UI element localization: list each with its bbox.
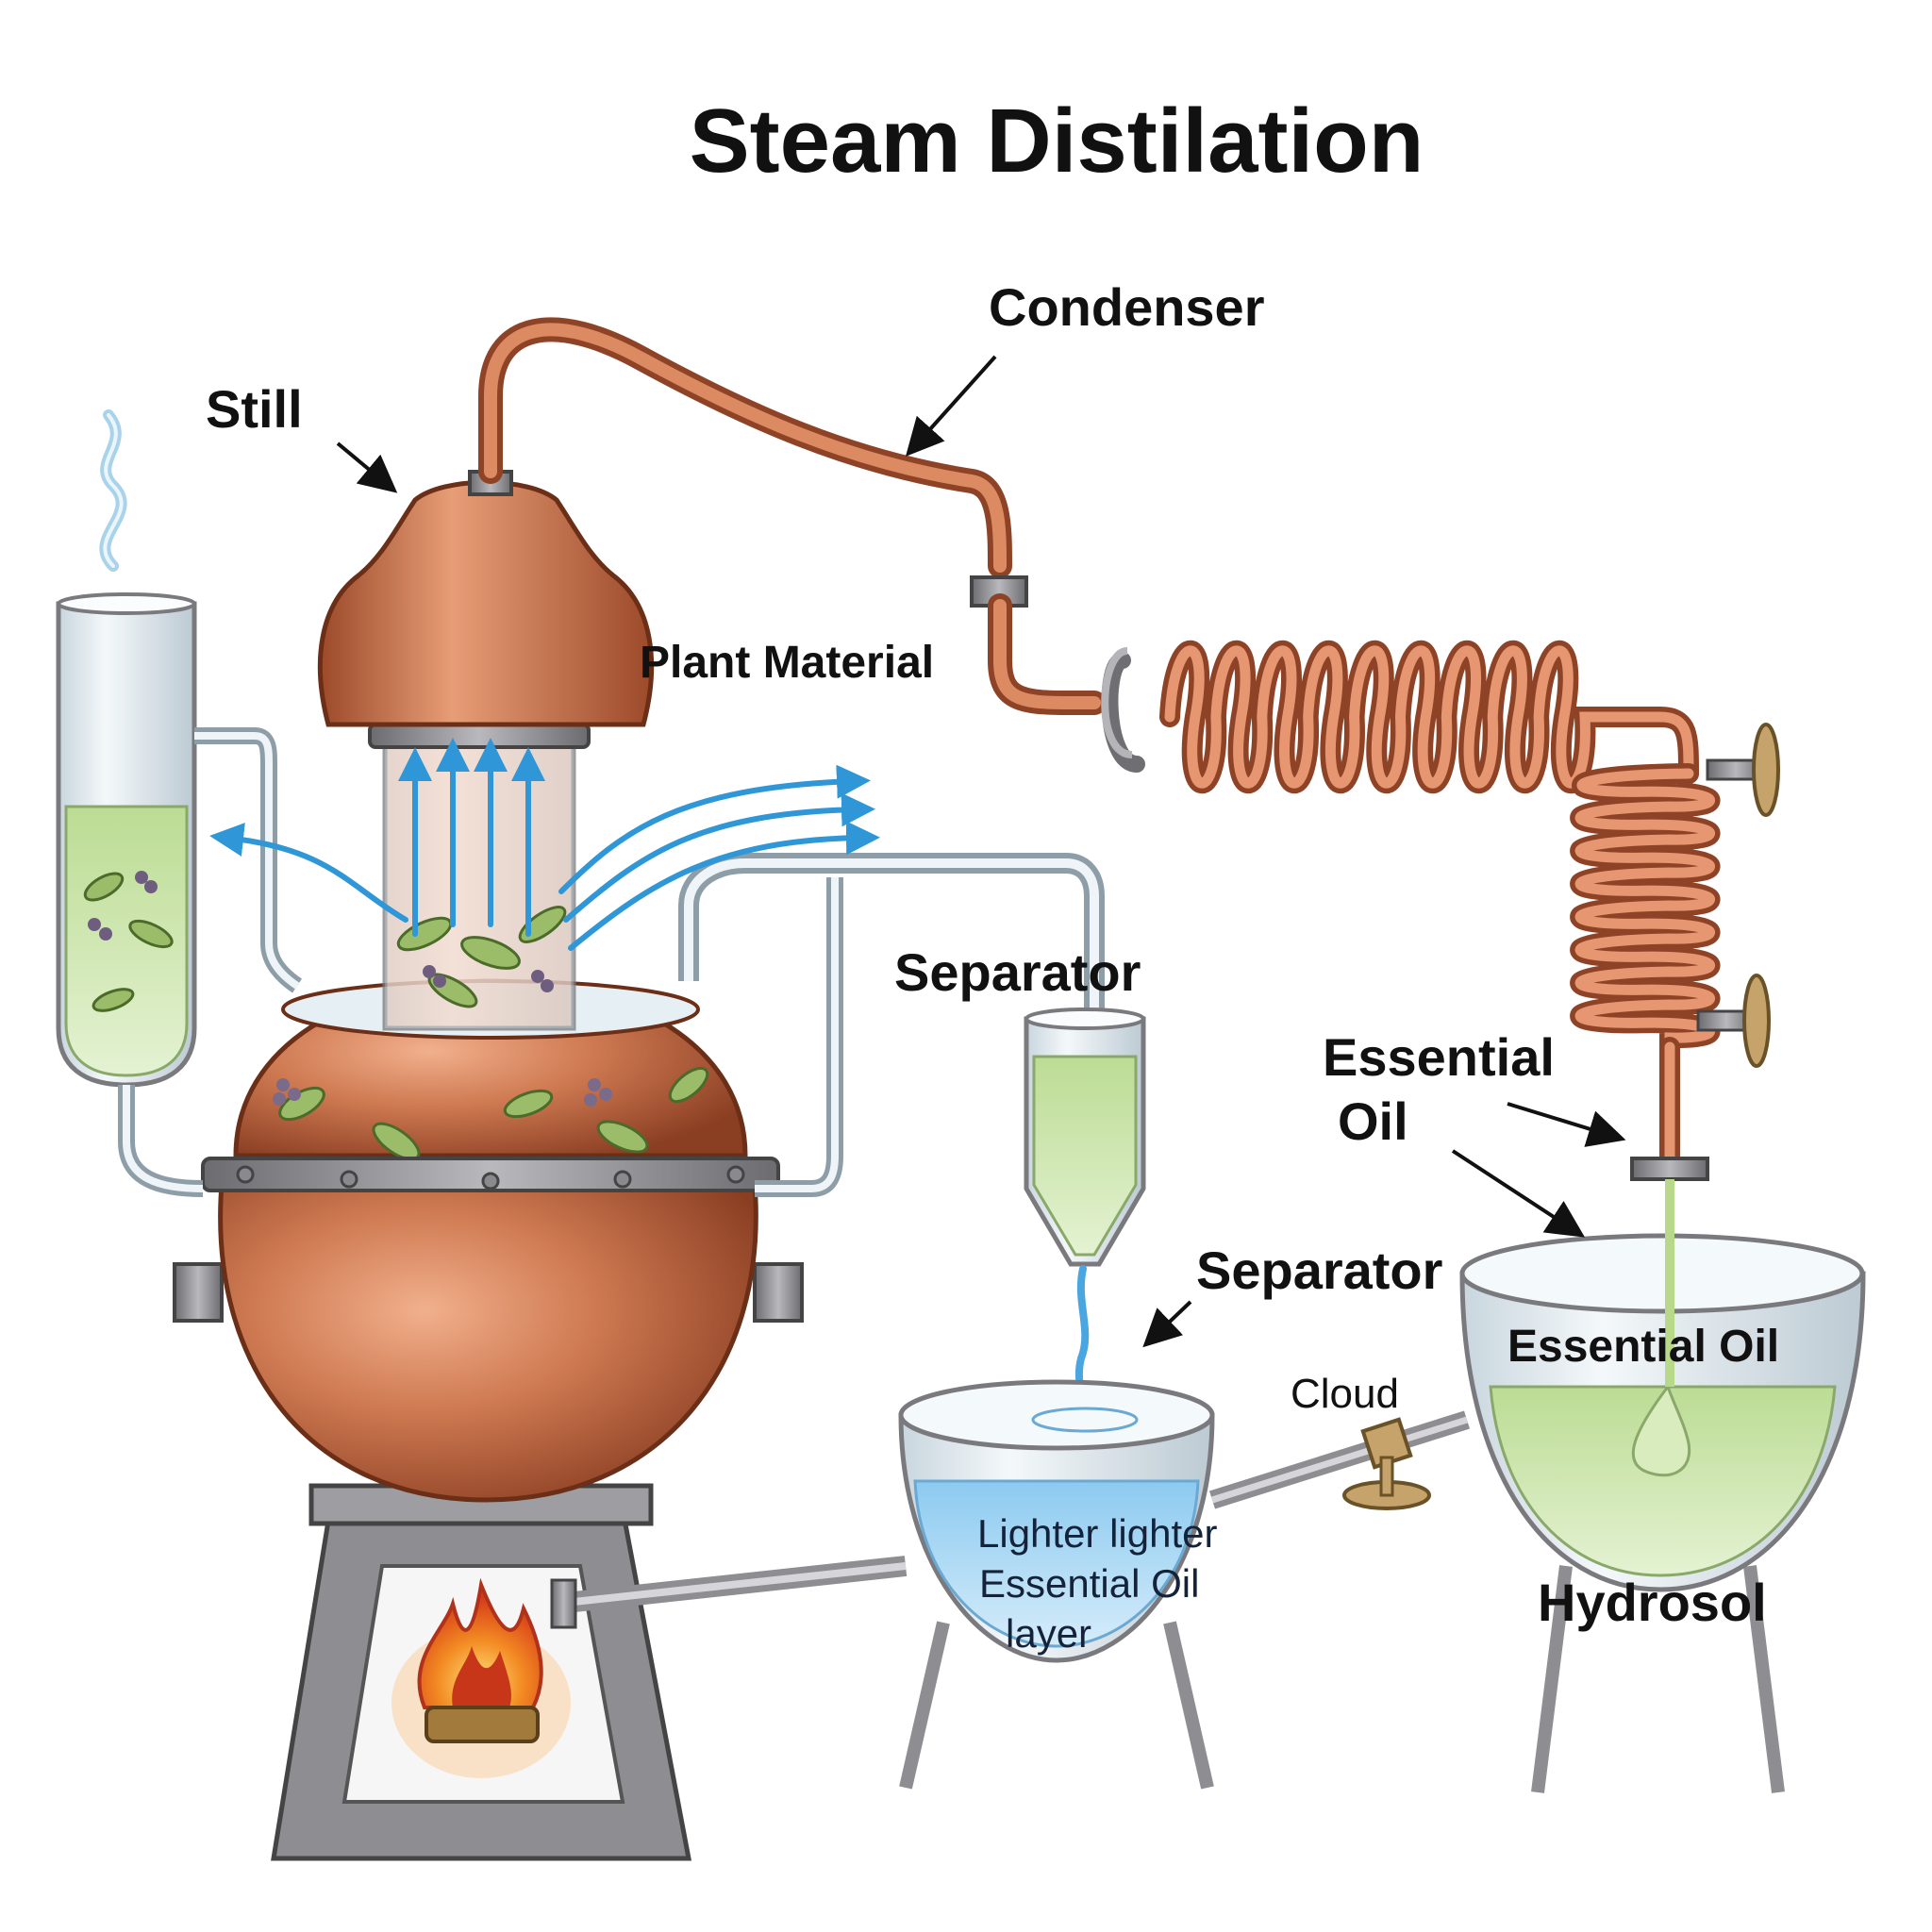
still-pot [173, 978, 804, 1503]
collection-bowl-left [898, 1379, 1215, 1790]
diagram-title: Steam Distilation [690, 91, 1424, 192]
label-separator-bottom: Separator [1196, 1241, 1442, 1300]
escaping-steam-icon [99, 409, 127, 572]
label-plant-material: Plant Material [640, 638, 934, 688]
condenser-coil [1101, 640, 1780, 1181]
collection-bowl-right [1459, 1179, 1866, 1793]
burner-flame-icon [391, 1577, 571, 1778]
water-inlet-valve-icon [1706, 723, 1780, 817]
label-lighter-line3: layer [1006, 1611, 1091, 1656]
water-reservoir-tube [56, 592, 303, 1197]
label-separator-top: Separator [894, 942, 1141, 1002]
label-lighter-line2: Essential Oil [979, 1561, 1199, 1606]
label-condenser: Condenser [989, 277, 1265, 337]
label-pointer-arrows [336, 355, 1626, 1348]
label-essential-oil-bowl: Essential Oil [1507, 1322, 1779, 1372]
plant-leaf-decoration [278, 1066, 709, 1161]
label-essential-oil-line1: Essential [1323, 1027, 1555, 1087]
label-cloud: Cloud [1291, 1371, 1399, 1417]
label-lighter-line1: Lighter lighter [977, 1511, 1217, 1556]
label-essential-oil-line2: Oil [1338, 1091, 1408, 1151]
label-still: Still [206, 379, 303, 439]
separator-funnel [1024, 1008, 1146, 1411]
connector-pipe-valve-icon [1208, 1410, 1471, 1510]
oil-droplet-icon [1631, 1383, 1691, 1477]
label-hydrosol: Hydrosol [1538, 1573, 1767, 1632]
water-outlet-valve-icon [1696, 974, 1771, 1068]
steam-flow-arrows [209, 738, 880, 951]
plant-material-column [368, 723, 591, 1031]
still-head [317, 470, 655, 727]
